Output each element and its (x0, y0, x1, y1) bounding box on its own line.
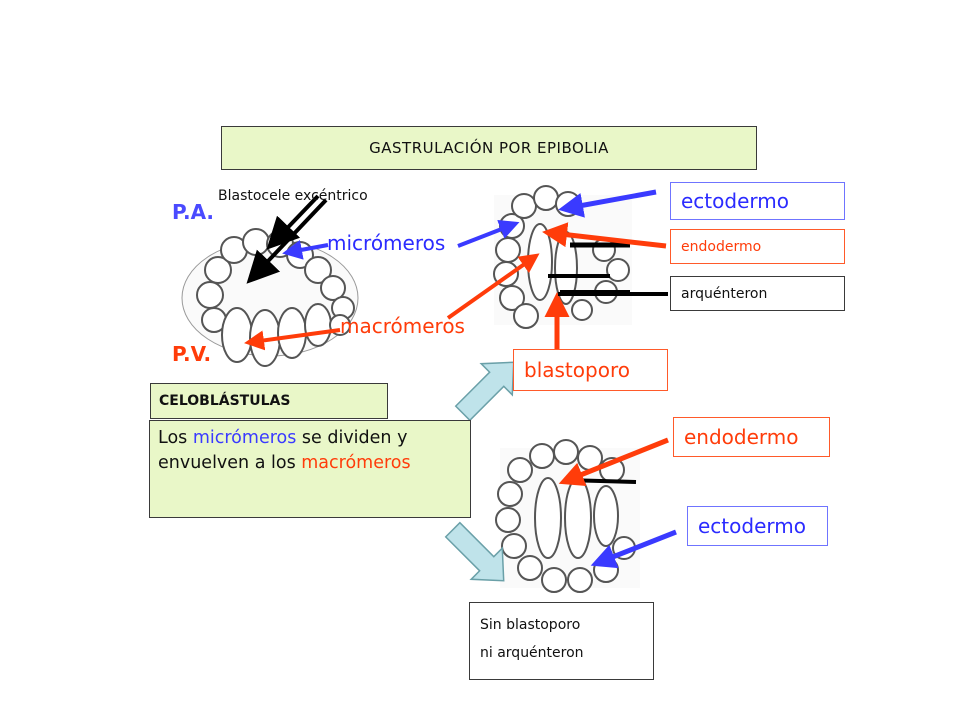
macromeros-arrow-left (244, 328, 341, 351)
endodermo-top-box: endodermo (670, 229, 845, 264)
ectodermo-top-arrow (558, 189, 657, 218)
arquenteron-label: arquénteron (681, 285, 768, 302)
micromeros-label: micrómeros (327, 231, 446, 255)
celoblastulas-box: CELOBLÁSTULAS (150, 383, 388, 419)
celoblastulas-label: CELOBLÁSTULAS (159, 393, 291, 409)
blastoporo-label: blastoporo (524, 358, 630, 382)
blastoporo-box: blastoporo (513, 349, 668, 391)
endodermo-bottom-arrow (558, 437, 669, 487)
pa-label: P.A. (172, 200, 215, 224)
micromeros-arrow-right (457, 220, 520, 248)
macromeros-label: macrómeros (340, 314, 465, 338)
description-micromeros: micrómeros (192, 428, 297, 448)
macromeros-arrow-right (446, 253, 540, 320)
gastrula-top-drawing (493, 185, 632, 329)
block-arrow-up (454, 361, 515, 422)
ectodermo-top-box: ectodermo (670, 182, 845, 220)
endodermo-top-label: endodermo (681, 238, 762, 255)
blastocele-label: Blastocele excéntrico (218, 188, 368, 204)
endodermo-bottom-box: endodermo (673, 417, 830, 457)
description-part2: se dividen y envuelven a los (158, 428, 408, 473)
block-arrow-down (444, 521, 505, 582)
ectodermo-bottom-arrow (590, 529, 677, 569)
celoblastula-drawing (181, 228, 359, 367)
page-title: GASTRULACIÓN POR EPIBOLIA (369, 139, 609, 157)
sin-blastoporo-box: Sin blastoporo ni arquénteron (469, 602, 654, 680)
description-box: Los micrómeros se dividen y envuelven a … (149, 420, 471, 518)
endodermo-bottom-label: endodermo (684, 425, 799, 449)
ectodermo-bottom-box: ectodermo (687, 506, 828, 546)
endodermo-top-arrow (542, 222, 667, 249)
title-box: GASTRULACIÓN POR EPIBOLIA (221, 126, 757, 170)
micromeros-arrow-left (282, 239, 329, 260)
description-part1: Los (158, 428, 193, 448)
pv-label: P.V. (172, 342, 212, 366)
arquenteron-box: arquénteron (670, 276, 845, 311)
gastrula-bottom-drawing (495, 439, 640, 593)
blastocele-arrow-2 (266, 194, 320, 250)
description-macromeros: macrómeros (301, 453, 411, 473)
sin-box-line1: Sin blastoporo (480, 617, 581, 633)
sin-box-line2: ni arquénteron (480, 645, 584, 661)
ectodermo-top-label: ectodermo (681, 189, 789, 213)
ectodermo-bottom-label: ectodermo (698, 514, 806, 538)
